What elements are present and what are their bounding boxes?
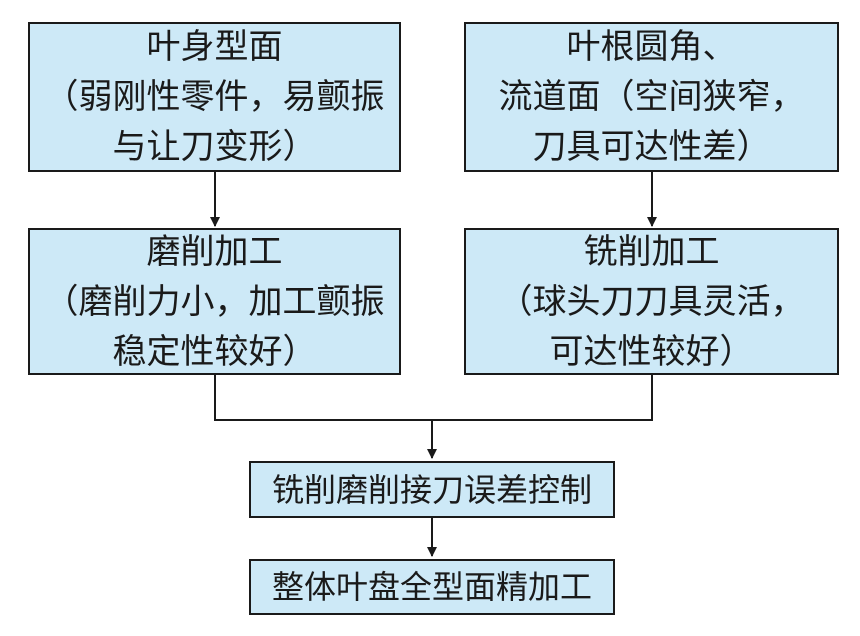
grinding-box: 磨削加工 （磨削力小，加工颤振 稳定性较好）	[28, 228, 401, 375]
blade-profile-line-2: （弱刚性零件，易颤振	[44, 77, 385, 117]
grinding-line-1: 磨削加工	[146, 231, 283, 272]
milling-line-3: 可达性较好）	[549, 331, 754, 372]
root-fillet-line-3: 刀具可达性差）	[532, 127, 771, 167]
grinding-line-3: 稳定性较好）	[112, 331, 317, 372]
blade-profile-line-3: 与让刀变形）	[112, 127, 317, 167]
finish-machining-box: 整体叶盘全型面精加工	[249, 559, 615, 615]
merge-connector	[214, 375, 653, 421]
blade-profile-box: 叶身型面 （弱刚性零件，易颤振 与让刀变形）	[28, 22, 401, 172]
milling-line-2: （球头刀刀具灵活，	[498, 281, 805, 322]
milling-box: 铣削加工 （球头刀刀具灵活， 可达性较好）	[464, 228, 839, 375]
finish-machining-label: 整体叶盘全型面精加工	[271, 568, 592, 606]
root-fillet-line-2: 流道面（空间狭窄，	[498, 77, 805, 117]
blade-profile-line-1: 叶身型面	[146, 27, 283, 67]
error-control-label: 铣削磨削接刀误差控制	[271, 470, 592, 509]
milling-line-1: 铣削加工	[583, 231, 720, 272]
error-control-box: 铣削磨削接刀误差控制	[249, 461, 615, 518]
root-fillet-line-1: 叶根圆角、	[566, 27, 737, 67]
grinding-line-2: （磨削力小，加工颤振	[44, 281, 385, 322]
root-fillet-box: 叶根圆角、 流道面（空间狭窄， 刀具可达性差）	[464, 22, 839, 172]
